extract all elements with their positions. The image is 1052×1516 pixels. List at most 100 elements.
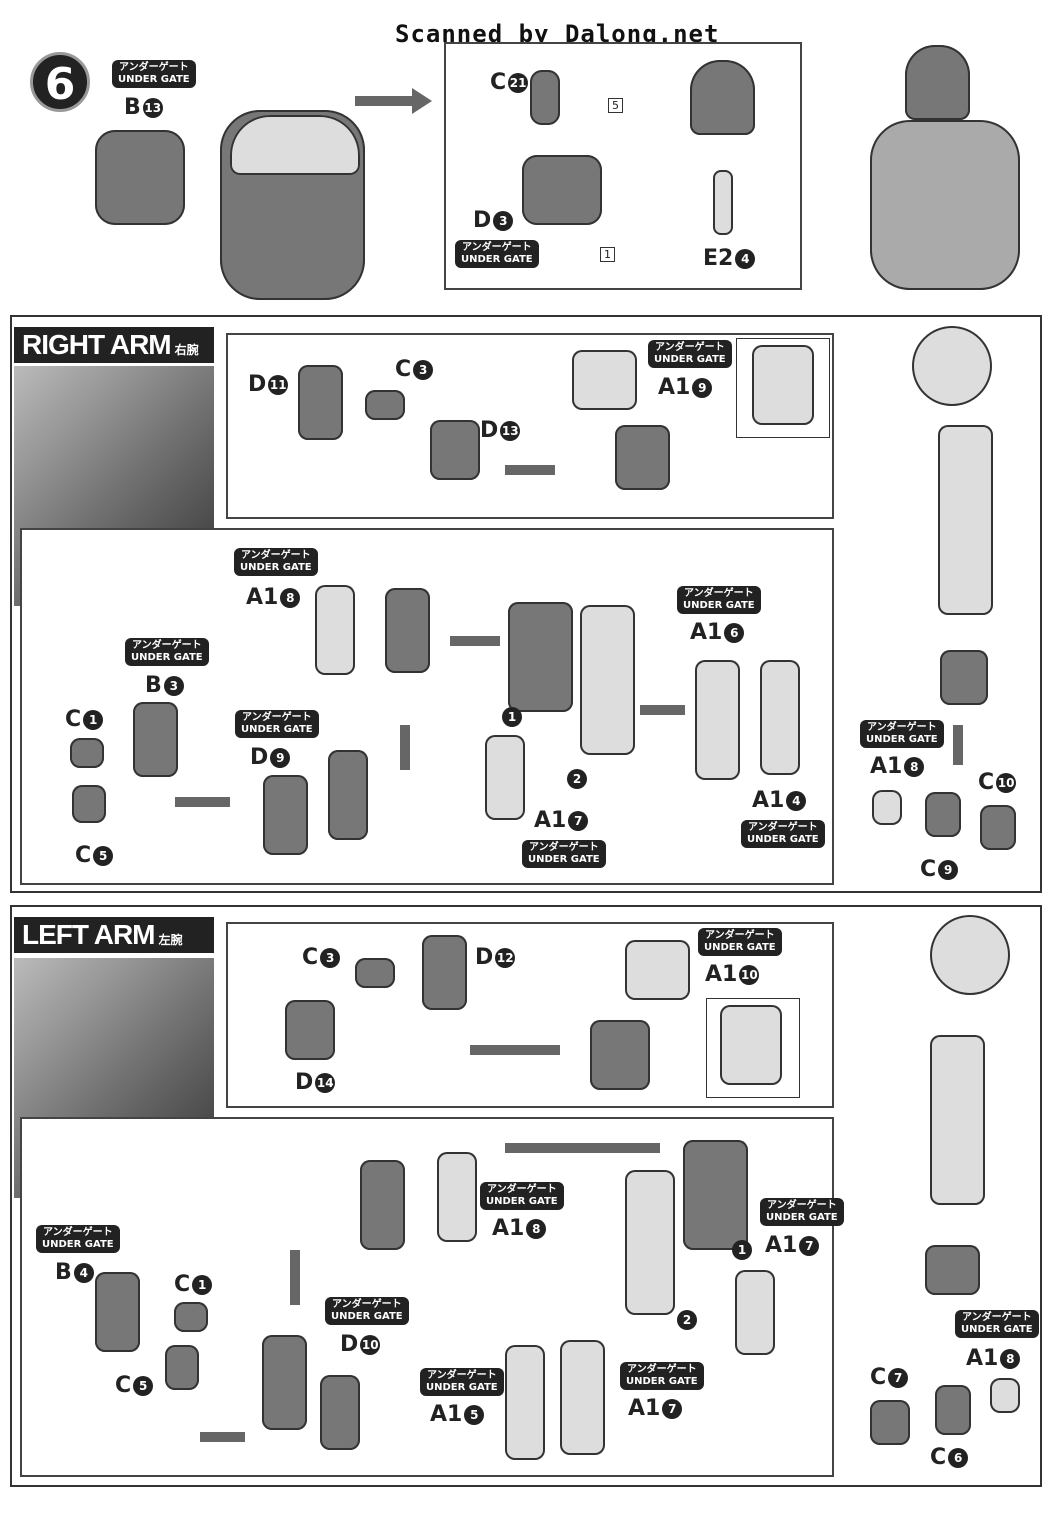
upper-arm-half-right-part: [320, 1375, 360, 1450]
assembly-arrow-icon: [400, 725, 410, 770]
upper-arm-half-left-part: [262, 1335, 307, 1430]
elbow-assembly-part: [508, 602, 573, 712]
assembly-arrow-icon: [175, 797, 230, 807]
hand-guard-part: [872, 790, 902, 825]
assembly-arrow-icon: [450, 636, 500, 646]
shoulder-armor-part: [572, 350, 637, 410]
completed-shoulder-part: [930, 915, 1010, 995]
shoulder-assembly-part: [615, 425, 670, 490]
assembly-arrow-icon: [505, 465, 555, 475]
joint-ball-part: [365, 390, 405, 420]
neck-block-part: [522, 155, 602, 225]
elbow-assembly-part: [683, 1140, 748, 1250]
fingers-part: [980, 805, 1016, 850]
joint-ball-part: [355, 958, 395, 988]
torso-side-part: [95, 130, 185, 225]
completed-torso-part: [870, 120, 1020, 290]
completed-shoulder-part: [912, 326, 992, 406]
completed-hand-part: [940, 650, 988, 705]
arrow-head-icon: [412, 88, 432, 114]
shoulder-block-part: [285, 1000, 335, 1060]
forearm-frame-part: [625, 1170, 675, 1315]
hand-guard-part: [990, 1378, 1020, 1413]
assembly-arrow-icon: [640, 705, 685, 715]
forearm-half-right-part: [760, 660, 800, 775]
fingers-part: [870, 1400, 910, 1445]
shoulder-inner-part: [298, 365, 343, 440]
shoulder-assembly-part: [590, 1020, 650, 1090]
collar-part: [70, 738, 104, 768]
wrist-cuff-part: [485, 735, 525, 820]
hand-part: [925, 792, 961, 837]
step-marker-2: 2: [675, 1307, 697, 1332]
upper-arm-half-left-part: [263, 775, 308, 855]
completed-head-part: [905, 45, 970, 120]
shoulder-block-part: [430, 420, 480, 480]
left-arm-section: [10, 905, 1042, 1487]
shoulder-inner-part: [422, 935, 467, 1010]
assembly-arrow-icon: [290, 1250, 300, 1305]
assembly-arrow-icon: [355, 96, 415, 106]
assembly-arrow-icon: [470, 1045, 560, 1055]
step-number-badge: 6: [30, 52, 90, 112]
forearm-armor-part: [437, 1152, 477, 1242]
completed-arm-part: [938, 425, 993, 615]
cut-mark-5: 5: [608, 98, 623, 113]
step-marker-1: 1: [500, 704, 522, 729]
forearm-half-left-part: [695, 660, 740, 780]
elbow-part: [385, 588, 430, 673]
joint-cap-part: [165, 1345, 199, 1390]
assembly-arrow-icon: [505, 1143, 660, 1153]
completed-arm-part: [930, 1035, 985, 1205]
upper-arm-shell-part: [95, 1272, 140, 1352]
right-arm-section: [10, 315, 1042, 893]
forearm-half-right-part: [560, 1340, 605, 1455]
assembly-arrow-icon: [200, 1432, 245, 1442]
step-marker-2: 2: [565, 766, 587, 791]
cut-mark-1: 1: [600, 247, 615, 262]
elbow-part: [360, 1160, 405, 1250]
